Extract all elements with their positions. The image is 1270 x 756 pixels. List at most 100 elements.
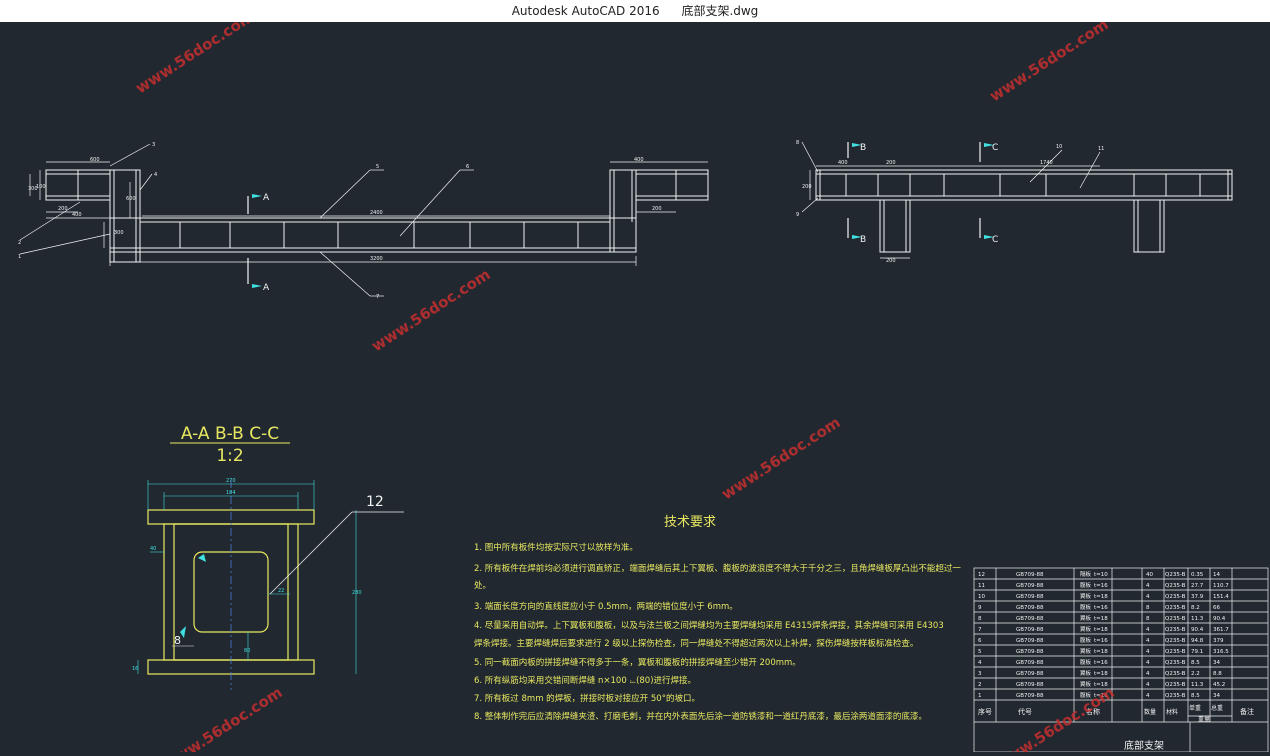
- bom-cell-qty: 4: [1146, 671, 1150, 677]
- bom-cell-no: 12: [978, 572, 985, 578]
- bom-cell-code: GB709-88: [1016, 627, 1044, 633]
- callout-label: 9: [796, 212, 799, 218]
- dim-text: 300: [28, 186, 38, 192]
- section-label-b: B: [860, 235, 866, 245]
- dim-text: 1740: [1040, 160, 1053, 166]
- bom-cell-w2: 45.2: [1213, 682, 1225, 688]
- dim-text: 3200: [370, 256, 383, 262]
- bom-cell-qty: 4: [1146, 693, 1150, 699]
- tech-item: 1. 图中所有板件均按实际尺寸以放样为准。: [474, 542, 638, 553]
- bom-cell-no: 8: [978, 616, 982, 622]
- callout-label: 4: [154, 172, 157, 178]
- bom-cell-name: 翼板: [1080, 625, 1092, 633]
- part-number-label: 12: [366, 494, 384, 510]
- title-bar: Autodesk AutoCAD 2016 底部支架.dwg: [0, 0, 1270, 22]
- bom-cell-code: GB709-88: [1016, 682, 1044, 688]
- dim-text: 600: [90, 157, 100, 163]
- watermark-text: www.56doc.com: [368, 265, 493, 355]
- dim-text: 80: [244, 648, 250, 654]
- bom-cell-name: 翼板: [1080, 647, 1092, 655]
- bom-cell-no: 4: [978, 660, 982, 666]
- bom-cell-w1: 11.3: [1191, 682, 1204, 688]
- front-right-top-box: [635, 169, 709, 201]
- bom-cell-qty: 4: [1146, 660, 1150, 666]
- bom-cell-spec: t=16: [1094, 605, 1108, 611]
- dim-text: 400: [838, 160, 848, 166]
- bom-cell-spec: t=16: [1094, 638, 1108, 644]
- watermark-text: www.56doc.com: [986, 22, 1111, 105]
- tech-item: 5. 同一截面内板的拼接焊缝不得多于一条，翼板和腹板的拼接焊缝至少错开 200m…: [474, 657, 801, 668]
- section-label-c: C: [992, 143, 998, 153]
- bom-cell-mat: Q235-B: [1165, 649, 1186, 655]
- bom-cell-name: 腹板: [1080, 658, 1092, 666]
- watermark-text: www.56doc.com: [132, 22, 257, 97]
- weld-symbol-icon: [180, 626, 186, 638]
- bom-cell-name: 翼板: [1080, 614, 1092, 622]
- bom-cell-mat: Q235-B: [1165, 671, 1186, 677]
- bom-cell-mat: Q235-B: [1165, 627, 1186, 633]
- bom-cell-spec: t=10: [1094, 572, 1108, 578]
- bom-cell-w2: 110.7: [1213, 583, 1229, 589]
- bom-cell-qty: 4: [1146, 638, 1150, 644]
- bom-cell-qty: 4: [1146, 682, 1150, 688]
- title-block-name: 底部支架: [1124, 739, 1164, 752]
- bom-cell-w1: 0.35: [1191, 572, 1204, 578]
- tech-item: 6. 所有纵筋均采用交错间断焊缝 n×100 ⌳(80)进行焊接。: [474, 675, 696, 686]
- bom-cell-mat: Q235-B: [1165, 594, 1186, 600]
- bom-cell-code: GB709-88: [1016, 693, 1044, 699]
- side-right-leg: [1133, 199, 1165, 253]
- drawing-canvas[interactable]: 600 200 400 300 100 300 600 2400 3200 40…: [0, 7, 1270, 756]
- tech-item: 8. 整体制作完后应清除焊缝夹渣、打磨毛刺，并在内外表面先后涂一道防锈漆和一道红…: [474, 711, 927, 722]
- callout-label: 11: [1098, 146, 1104, 152]
- bom-cell-w2: 90.4: [1213, 616, 1226, 622]
- bom-header-qty: 数量: [1144, 708, 1156, 716]
- app-title: Autodesk AutoCAD 2016: [511, 4, 660, 18]
- tech-title: 技术要求: [664, 515, 716, 530]
- bom-cell-spec: t=18: [1094, 649, 1108, 655]
- bom-cell-no: 5: [978, 649, 982, 655]
- bom-cell-qty: 4: [1146, 583, 1150, 589]
- callout-label: 10: [1056, 144, 1062, 150]
- bom-cell-qty: 4: [1146, 627, 1150, 633]
- bom-cell-spec: t=18: [1094, 616, 1108, 622]
- dim-text: 40: [150, 546, 156, 552]
- bom-cell-qty: 4: [1146, 594, 1150, 600]
- tech-item: 焊条焊接。主要焊缝焊后要求进行 2 级以上探伤检查，同一焊缝处不得超过两次以上补…: [474, 638, 918, 649]
- dim-text: 400: [634, 157, 644, 163]
- bom-cell-name: 腹板: [1080, 581, 1092, 589]
- dim-text: 280: [352, 590, 362, 596]
- dim-text: 184: [226, 490, 236, 496]
- side-view-labels: 400 200 1740 200 200 8 9 10 11 B B C C: [796, 140, 1104, 264]
- bom-cell-w2: 8.8: [1213, 671, 1222, 677]
- bom-cell-code: GB709-88: [1016, 638, 1044, 644]
- bom-cell-w1: 90.4: [1191, 627, 1204, 633]
- side-view-arrows: [852, 143, 994, 239]
- watermark-text: www.56doc.com: [160, 683, 285, 752]
- tech-item: 处。: [474, 580, 491, 591]
- callout-label: 8: [796, 140, 799, 146]
- bom-cell-w2: 34: [1213, 660, 1220, 666]
- bom-cell-spec: t=16: [1094, 583, 1108, 589]
- bom-cell-w1: 8.5: [1191, 660, 1200, 666]
- bom-cell-qty: 8: [1146, 616, 1150, 622]
- dim-text: 200: [802, 184, 812, 190]
- tech-item: 7. 所有板过 8mm 的焊板，拼接时板对接应开 50°的坡口。: [474, 693, 700, 704]
- bom-cell-w2: 14: [1213, 572, 1220, 578]
- bom-cell-name: 翼板: [1080, 669, 1092, 677]
- dim-text: 200: [886, 160, 896, 166]
- dim-text: 400: [72, 212, 82, 218]
- dim-text: 270: [226, 478, 236, 484]
- bom-cell-name: 翼板: [1080, 680, 1092, 688]
- weld-arrow-icon: [198, 554, 206, 562]
- bom-cell-code: GB709-88: [1016, 572, 1044, 578]
- bom-header-remark: 备注: [1240, 707, 1254, 716]
- watermark-text: www.56doc.com: [992, 683, 1117, 752]
- bom-cell-mat: Q235-B: [1165, 660, 1186, 666]
- bom-header-code: 代号: [1018, 707, 1032, 716]
- bom-cell-no: 1: [978, 693, 982, 699]
- bom-header-mat: 材料: [1166, 708, 1178, 716]
- section-view: A-A B-B C-C 1:2 270 184 40: [132, 424, 404, 690]
- bom-cell-mat: Q235-B: [1165, 616, 1186, 622]
- bom-header-no: 序号: [978, 707, 992, 716]
